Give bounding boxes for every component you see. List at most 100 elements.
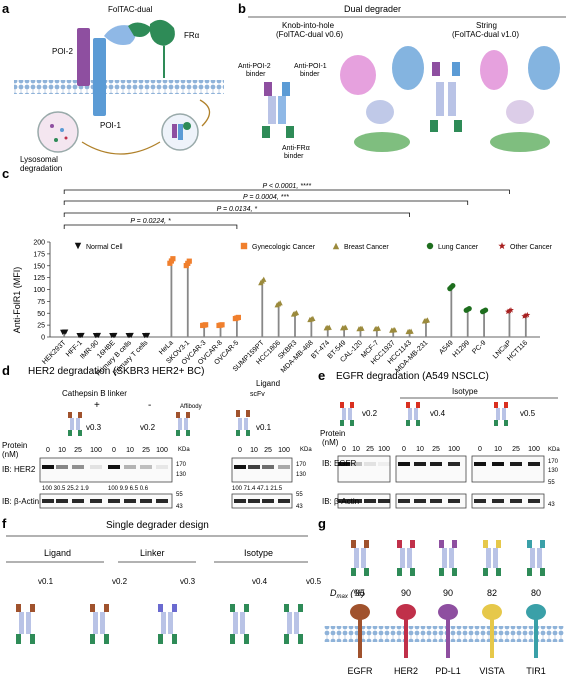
kih-fra-right [286,126,294,138]
chart-point [144,332,151,339]
concentration-label: 10 [352,446,360,453]
dmax-value: 90 [401,588,411,598]
kih-structure-fc [366,100,394,124]
legend-marker [74,242,82,250]
kih-poi1-arm [282,82,290,96]
actin-band [492,499,504,503]
kih-fc-left [268,96,276,124]
actin-band [108,499,120,503]
marker-130-d1: 130 [176,472,187,478]
chart-point [186,258,192,264]
concentration-label: 10 [416,446,424,453]
chart-point [310,315,316,322]
chart-point [375,325,381,331]
chart-point [112,332,118,339]
panel-letter-a: a [2,1,10,16]
actin-band [248,499,260,503]
string-structure-poi1 [528,46,560,90]
target-label: VISTA [479,666,504,676]
chart-y-tick-label: 175 [33,251,45,258]
target-label: HER2 [394,666,418,676]
concentration-label: 25 [432,446,440,453]
panel-letter-b: b [238,1,246,16]
blot-her2-left [39,457,173,483]
string-poi2-arm [432,62,440,76]
chart-x-tick-label: HEK293T [41,339,68,366]
icon-v02-e [340,402,354,426]
egfr-band [364,462,376,466]
actin-band [510,499,522,503]
significance-bracket [63,224,238,229]
chart-point [219,322,225,328]
actin-band [430,499,442,503]
chart-point [261,276,267,282]
string-poi1-arm [452,62,460,76]
string-structure-fc [506,100,534,124]
chart-point [95,332,102,339]
chart-plot: 0255075100125150175200HEK293THFF-1IMR-90… [33,183,552,377]
chart-point [450,283,456,289]
chart-point [170,256,176,262]
foltac-antibody [104,25,136,45]
marker-130-e: 130 [548,468,559,474]
label-linker-f: Linker [140,548,165,558]
endo-fra [183,122,191,130]
significance-label: P = 0.0224, * [130,218,171,225]
her2-band [90,465,102,469]
significance-bracket [63,212,410,217]
actin-band [378,499,390,503]
concentration-label: 0 [46,447,50,454]
icon-v02-d [176,412,190,436]
degrader-icon-g [439,540,457,576]
chart-y-tick-label: 50 [37,311,45,318]
label-ib-actin-d: IB: β-Actin [2,497,39,506]
actin-band [156,499,168,503]
egfr-band [528,462,540,466]
marker-55-e: 55 [548,480,555,486]
significance-bracket [63,200,469,205]
panel-b: b Dual degrader Knob-into-hole (FolTAC-d… [238,1,566,160]
icon-v03-d [68,412,82,436]
chart-y-tick-label: 100 [33,287,45,294]
concentration-label: 100 [278,447,290,454]
panel-letter-e: e [318,368,325,383]
degrader-icon [230,604,249,644]
egfr-band [474,462,486,466]
chart-point [521,313,528,319]
egfr-band [414,462,426,466]
endo-poi2 [172,124,177,138]
label-ligand-f: Ligand [44,548,71,558]
chart-point [424,317,431,323]
her2-band [248,465,260,469]
label-poi1: POI-1 [100,121,121,130]
label-affibody: Affibody [180,404,202,410]
chart-y-tick-label: 75 [37,299,45,306]
lysosome [37,111,79,153]
target-label: TIR1 [526,666,546,676]
version-label: v0.3 [180,577,196,586]
chart-point [128,332,134,339]
kih-structure-poi1 [392,46,424,90]
label-kda-e: KDa [548,447,560,453]
blot-actin-v05 [471,493,545,509]
string-structure-fra [490,132,550,152]
string-fc-right [448,82,456,116]
target-label: PD-L1 [435,666,461,676]
her2-band [108,465,120,469]
actin-band [350,499,362,503]
chart-point [326,324,332,330]
concentration-label: 0 [238,447,242,454]
version-label: v0.2 [112,577,128,586]
panel-e-title: EGFR degradation (A549 NSCLC) [336,371,489,382]
label-nm-e: (nM) [322,438,339,447]
label-minus: - [148,400,151,411]
chart-point [466,306,472,312]
lyso-fragment [50,124,54,128]
her2-band [140,465,152,469]
significance-bracket [63,189,510,194]
chart-point [524,311,531,318]
degrader-icon [158,604,177,644]
